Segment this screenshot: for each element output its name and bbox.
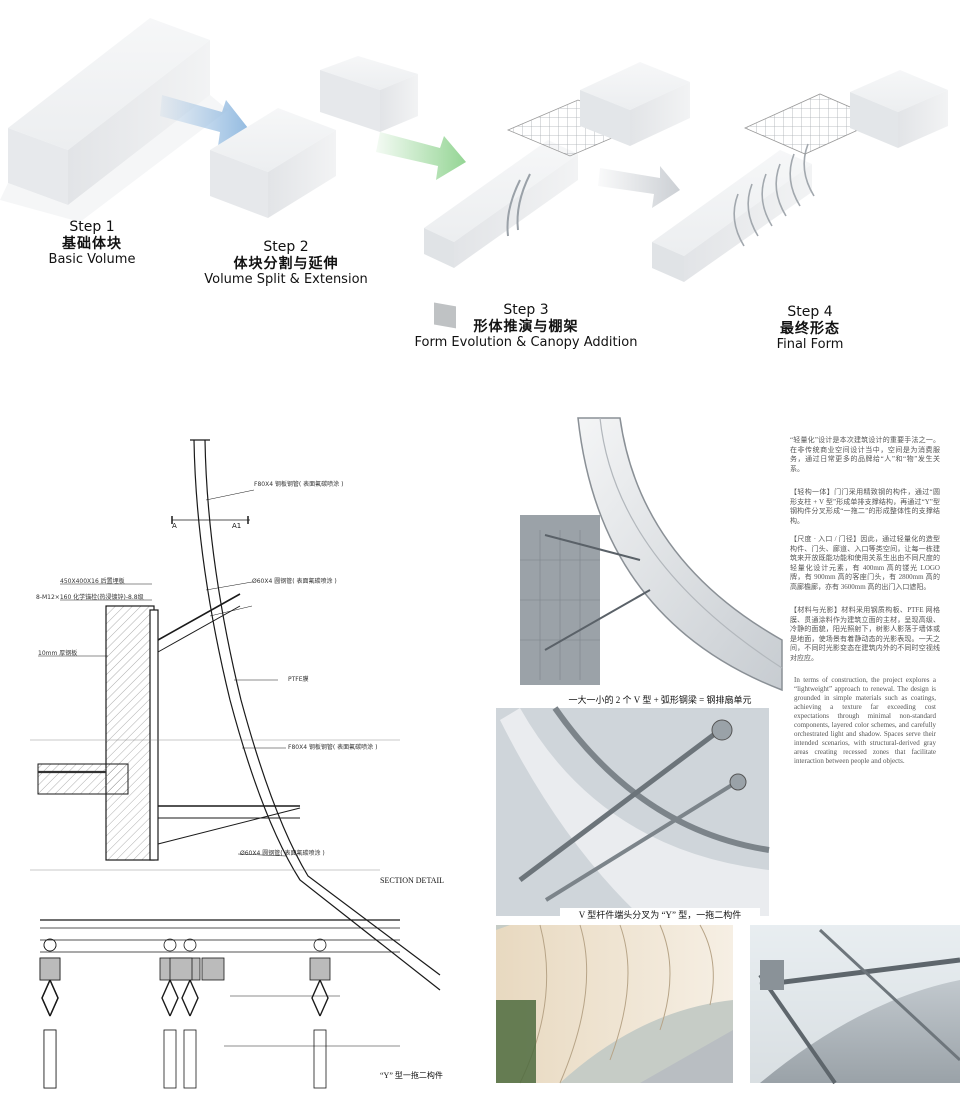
- photo-y-joint: [496, 706, 770, 916]
- step-title-en: Basic Volume: [48, 252, 136, 268]
- step-number: Step 4: [787, 304, 833, 320]
- step-title-cn: 形体推演与棚架: [473, 318, 579, 335]
- label-cut-a: A: [172, 522, 177, 530]
- y-component-caption: “Y” 型一拖二构件: [380, 1071, 443, 1080]
- label-plate: 450X400X16 后置埋板: [60, 578, 125, 585]
- photo2-caption: V 型杆件端头分叉为 “Y” 型，一拖二构件: [560, 908, 760, 921]
- step-4-label: Step 4 最终形态 Final Form: [750, 304, 870, 352]
- label-cut-a1: A1: [232, 522, 242, 530]
- step-number: Step 2: [263, 239, 309, 255]
- step-title-en: Volume Split & Extension: [204, 272, 368, 288]
- step-1-label: Step 1 基础体块 Basic Volume: [22, 219, 162, 267]
- section-detail-drawing: [30, 439, 441, 991]
- step-2-label: Step 2 体块分割与延伸 Volume Split & Extension: [196, 239, 376, 287]
- photo-canopy-unit: [505, 415, 783, 692]
- step4-massing: [652, 70, 948, 282]
- arrow-blue-icon: [160, 95, 248, 146]
- photo-underside-frame: [750, 925, 960, 1085]
- step-number: Step 1: [69, 219, 115, 235]
- note-paragraph-3: 【尺度 · 入口 / 门径】因此，通过轻量化的造型构件、门头、廊道、入口等类空间…: [790, 535, 940, 591]
- photo-warm-canopy: [496, 924, 733, 1084]
- label-tube-60-bottom: Ø60X4 圆钢管( 表面氟碳喷涂 ): [240, 850, 325, 857]
- note-paragraph-1: “轻量化”设计是本次建筑设计的重要手法之一。在非传统商业空间设计当中，空间是为消…: [790, 436, 940, 473]
- arrow-green-icon: [376, 132, 466, 180]
- step3-massing: [424, 62, 690, 329]
- label-membrane: PTFE膜: [288, 676, 309, 683]
- step-3-label: Step 3 形体推演与棚架 Form Evolution & Canopy A…: [406, 302, 646, 350]
- section-detail-title: SECTION DETAIL: [380, 876, 445, 885]
- label-bolts: 8-M12×160 化学锚栓(热浸镀锌)-8.8级: [36, 594, 144, 601]
- step-title-cn: 基础体块: [62, 235, 122, 252]
- note-paragraph-2: 【轻构一体】门门采用精致钢的构件，通过“圆形支柱 + V 型”形成单排支撑结构，…: [790, 488, 940, 525]
- arrow-grey-icon: [598, 166, 680, 208]
- step-number: Step 3: [503, 302, 549, 318]
- step2-massing: [210, 56, 418, 218]
- photo1-caption: 一大一小的 2 个 V 型 + 弧形钢梁 = 钢排扇单元: [568, 695, 752, 705]
- note-paragraph-4: 【材料与光影】材料采用钢质构板、PTFE 网格膜、贯通涂料作为建筑立面的主材，呈…: [790, 606, 940, 662]
- step1-massing: [0, 18, 228, 222]
- note-paragraph-5: In terms of construction, the project ex…: [794, 676, 936, 765]
- label-tube-60-top: Ø60X4 圆钢管( 表面氟碳喷涂 ): [252, 578, 337, 585]
- label-tube-top: F80X4 钢板钢管( 表面氟碳喷涂 ): [254, 481, 344, 488]
- label-glass: 10mm 厚钢板: [38, 650, 78, 657]
- step-title-en: Final Form: [776, 337, 844, 353]
- y-component-drawing: [39, 919, 400, 1089]
- step-title-cn: 体块分割与延伸: [233, 255, 339, 272]
- step-title-en: Form Evolution & Canopy Addition: [414, 335, 638, 351]
- label-tube-mid: F80X4 钢板钢管( 表面氟碳喷涂 ): [288, 744, 378, 751]
- step-title-cn: 最终形态: [780, 320, 840, 337]
